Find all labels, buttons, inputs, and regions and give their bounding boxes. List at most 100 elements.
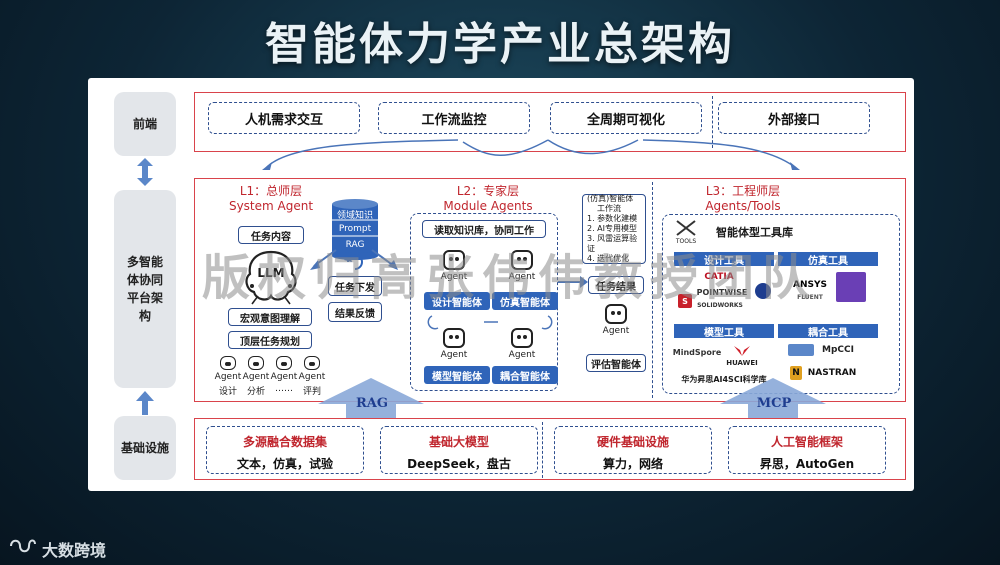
huawei-library-label: 华为昇思AI4SCI科学库 [681, 375, 767, 384]
mini-agent-label: …… [275, 384, 293, 394]
toolbox-title: 智能体型工具库 [716, 226, 793, 239]
mindspore-logo: MindSpore [672, 347, 722, 357]
base-item-detail: DeepSeek，盘古 [407, 457, 511, 471]
knowledge-item: 领域知识 [336, 211, 373, 221]
mini-agent-label: 设计 [218, 387, 237, 397]
evaluation-agent-label: 评估智能体 [586, 354, 646, 372]
tools-icon-label: TOOLS [675, 238, 697, 245]
base-box [194, 418, 906, 480]
expert-agent-icon: Agent [502, 250, 542, 282]
macro-intent-label: 宏观意图理解 [228, 308, 312, 326]
l1-title: L1：总师层 [239, 184, 303, 198]
frontend-item: 人机需求交互 [208, 102, 360, 134]
base-item-title: 硬件基础设施 [596, 435, 669, 449]
base-item-title: 多源融合数据集 [242, 435, 327, 449]
task-dispatch-label: 任务下发 [328, 276, 382, 296]
read-knowledge-label: 读取知识库，协同工作 [422, 220, 546, 238]
solidworks-logo: SOLIDWORKS [697, 301, 743, 309]
l3-title: L3：工程师层 [705, 184, 781, 198]
double-arrow-icon [137, 158, 153, 186]
mini-agent: Agent [208, 356, 248, 382]
mini-agent-label: 分析 [246, 387, 265, 397]
architecture-panel: 前端 多智能体协同平台架构 基础设施 人机需求交互 工作流监控 全周期可视化 外… [88, 78, 914, 491]
catia-logo: CATIA [704, 272, 734, 282]
llm-label: LLM [257, 266, 285, 280]
solidworks-icon: S [678, 294, 692, 308]
sim-flow-line: (仿真)智能体 [587, 194, 634, 203]
dispatch-arrows [310, 249, 398, 270]
simulation-workflow-box: (仿真)智能体 工作流 1. 参数化建模 2. AI专用模型 3. 风雷运算验证… [582, 194, 646, 264]
expert-agent-icon: Agent [434, 328, 474, 360]
base-item-detail: 昇思，AutoGen [759, 457, 855, 471]
knowledge-item: RAG [345, 240, 365, 250]
eval-agent-icon: Agent [596, 304, 636, 336]
brand-name: 大数跨境 [42, 541, 107, 560]
expert-agent-icon: Agent [434, 250, 474, 282]
model-tools-header: 模型工具 [674, 324, 774, 339]
nastran-logo: NASTRAN [807, 368, 857, 378]
design-agent-button: 设计智能体 [424, 292, 490, 310]
base-item-title: 基础大模型 [428, 435, 489, 449]
l1-subtitle: System Agent [228, 199, 314, 213]
sim-flow-line: 3. 风雷运算验证 [587, 234, 638, 253]
globe-icon [755, 283, 771, 299]
sim-flow-line: 4. 迭代优化 [587, 254, 630, 263]
simulation-tools-header: 仿真工具 [778, 252, 878, 267]
coupling-agent-button: 耦合智能体 [492, 366, 558, 384]
frontend-item: 全周期可视化 [550, 102, 702, 134]
collaboration-arrows [427, 315, 553, 330]
l3-divider [652, 182, 653, 398]
l2-title: L2：专家层 [456, 184, 520, 198]
sim-flow-line: 工作流 [597, 204, 621, 213]
base-item-detail: 算力，网络 [602, 457, 663, 471]
frontend-box [194, 92, 906, 152]
base-divider [542, 422, 543, 478]
base-item-title: 人工智能框架 [770, 435, 843, 449]
mini-agent: Agent [292, 356, 332, 382]
base-item: 硬件基础设施 算力，网络 [554, 426, 712, 474]
frontend-item: 工作流监控 [378, 102, 530, 134]
fluent-logo: FLUENT [797, 293, 823, 301]
coupling-tools-header: 耦合工具 [778, 324, 878, 339]
physics-software-icon [836, 272, 866, 302]
side-label-front: 前端 [114, 92, 176, 156]
tools-icon [676, 220, 696, 236]
huawei-logo: HUAWEI [726, 359, 758, 367]
knowledge-database-icon [332, 199, 378, 260]
side-label-base: 基础设施 [114, 416, 176, 480]
frontend-connector-arrows [262, 139, 800, 170]
mini-agent: Agent [264, 356, 304, 382]
l3-subtitle: Agents/Tools [705, 199, 781, 213]
side-label-platform: 多智能体协同平台架构 [114, 190, 176, 388]
platform-box [194, 178, 906, 402]
base-item: 多源融合数据集 文本，仿真，试验 [206, 426, 364, 474]
simulation-agent-button: 仿真智能体 [492, 292, 558, 310]
huawei-icon [734, 346, 750, 356]
base-item: 基础大模型 DeepSeek，盘古 [380, 426, 538, 474]
mpcci-icon [788, 344, 814, 356]
mpcci-logo: MpCCI [822, 345, 854, 355]
result-feedback-label: 结果反馈 [328, 302, 382, 322]
page-title: 智能体力学产业总架构 [265, 19, 735, 70]
knowledge-item: Prompt [338, 224, 372, 234]
refresh-icon [344, 254, 363, 270]
sim-flow-line: 2. AI专用模型 [587, 224, 638, 233]
expert-agent-icon: Agent [502, 328, 542, 360]
l2-subtitle: Module Agents [443, 199, 533, 213]
task-content-label: 任务内容 [238, 226, 304, 244]
model-agent-button: 模型智能体 [424, 366, 490, 384]
mcp-label: MCP [756, 396, 792, 411]
task-result-label: 任务结果 [588, 276, 644, 294]
mini-agent-label: 评判 [302, 387, 321, 397]
up-arrow-icon [136, 391, 154, 415]
base-item: 人工智能框架 昇思，AutoGen [728, 426, 886, 474]
mini-agent: Agent [236, 356, 276, 382]
nastran-icon: N [790, 366, 802, 380]
rag-arrow [318, 378, 424, 418]
frontend-divider [712, 96, 713, 148]
mcp-arrow [720, 378, 826, 418]
right-arrow-icon [558, 276, 588, 288]
brand-logo-icon [10, 539, 36, 553]
top-planning-label: 顶层任务规划 [228, 331, 312, 349]
frontend-item: 外部接口 [718, 102, 870, 134]
